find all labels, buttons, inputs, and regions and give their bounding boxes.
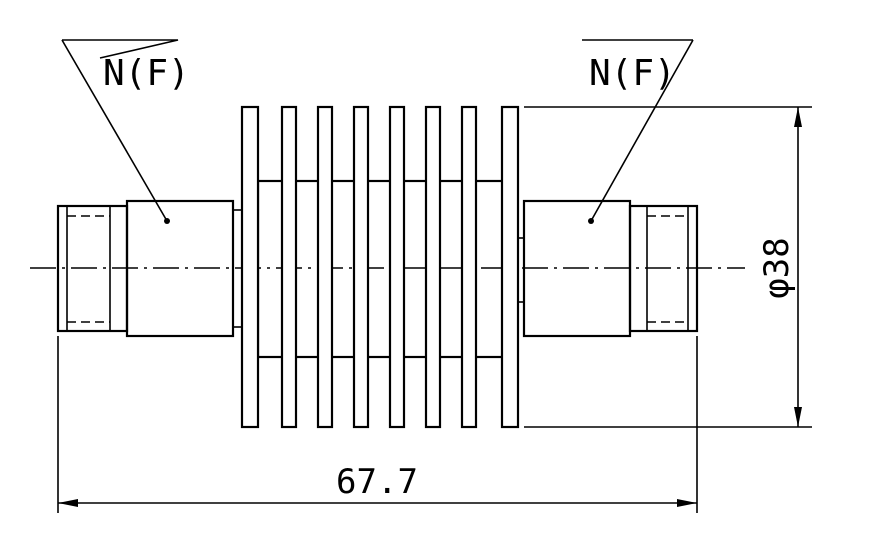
left-callout: N(F)	[61, 39, 190, 222]
arrow-right	[677, 499, 697, 507]
heatsink-fin	[500, 105, 520, 429]
left-connector-label: N(F)	[103, 53, 190, 94]
arrow-up	[794, 107, 802, 127]
right-connector	[517, 199, 699, 338]
left-connector-nut	[56, 204, 129, 333]
heatsink-fin	[240, 105, 260, 429]
heatsink-fin	[424, 105, 442, 429]
heatsink-fin	[280, 105, 298, 429]
right-callout: N(F)	[582, 39, 694, 222]
left-connector	[56, 199, 243, 338]
length-dimension: 67.7	[57, 336, 698, 513]
diameter-dimension: φ38	[524, 106, 812, 428]
diameter-value: φ38	[757, 237, 797, 298]
arrow-left	[58, 499, 78, 507]
heatsink-fin	[316, 105, 334, 429]
heatsink-fin	[460, 105, 478, 429]
length-value: 67.7	[336, 462, 418, 502]
arrow-down	[794, 407, 802, 427]
heatsink-fin	[352, 105, 370, 429]
heatsink	[240, 105, 520, 429]
left-connector-flange	[232, 209, 243, 328]
right-connector-nut	[628, 204, 699, 333]
heatsink-fin	[388, 105, 406, 429]
right-connector-label: N(F)	[589, 53, 676, 94]
